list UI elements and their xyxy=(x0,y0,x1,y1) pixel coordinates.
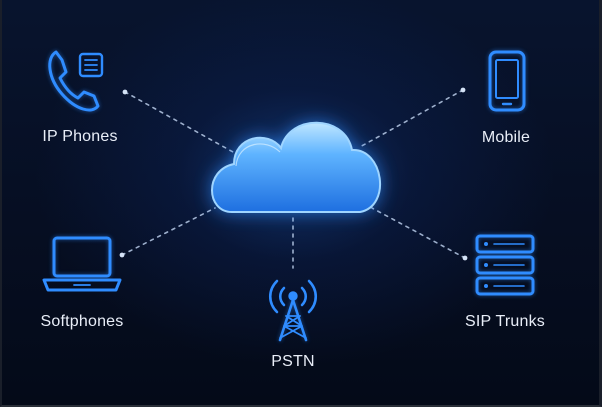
connector-dot-sip-trunks xyxy=(462,255,468,261)
connector-dot-softphones xyxy=(119,252,125,258)
connector-dot-mobile xyxy=(460,87,466,93)
connector-ip-phones xyxy=(124,91,234,153)
laptop-icon xyxy=(42,236,122,292)
connectors xyxy=(121,89,466,269)
connector-sip-trunks xyxy=(371,207,466,259)
label-softphones: Softphones xyxy=(40,313,124,330)
smartphone-icon xyxy=(488,50,526,112)
desk-phone-icon xyxy=(48,50,104,112)
radio-tower-icon xyxy=(268,279,318,342)
label-sip-trunks: SIP Trunks xyxy=(465,313,545,330)
cloud-icon xyxy=(211,121,382,213)
server-rack-icon xyxy=(475,234,535,296)
label-pstn: PSTN xyxy=(271,353,315,370)
label-ip-phones: IP Phones xyxy=(42,128,118,145)
connector-dots xyxy=(119,87,468,261)
connector-mobile xyxy=(357,89,464,149)
label-mobile: Mobile xyxy=(481,129,531,146)
connector-softphones xyxy=(121,207,216,256)
connector-dot-ip-phones xyxy=(122,89,128,95)
